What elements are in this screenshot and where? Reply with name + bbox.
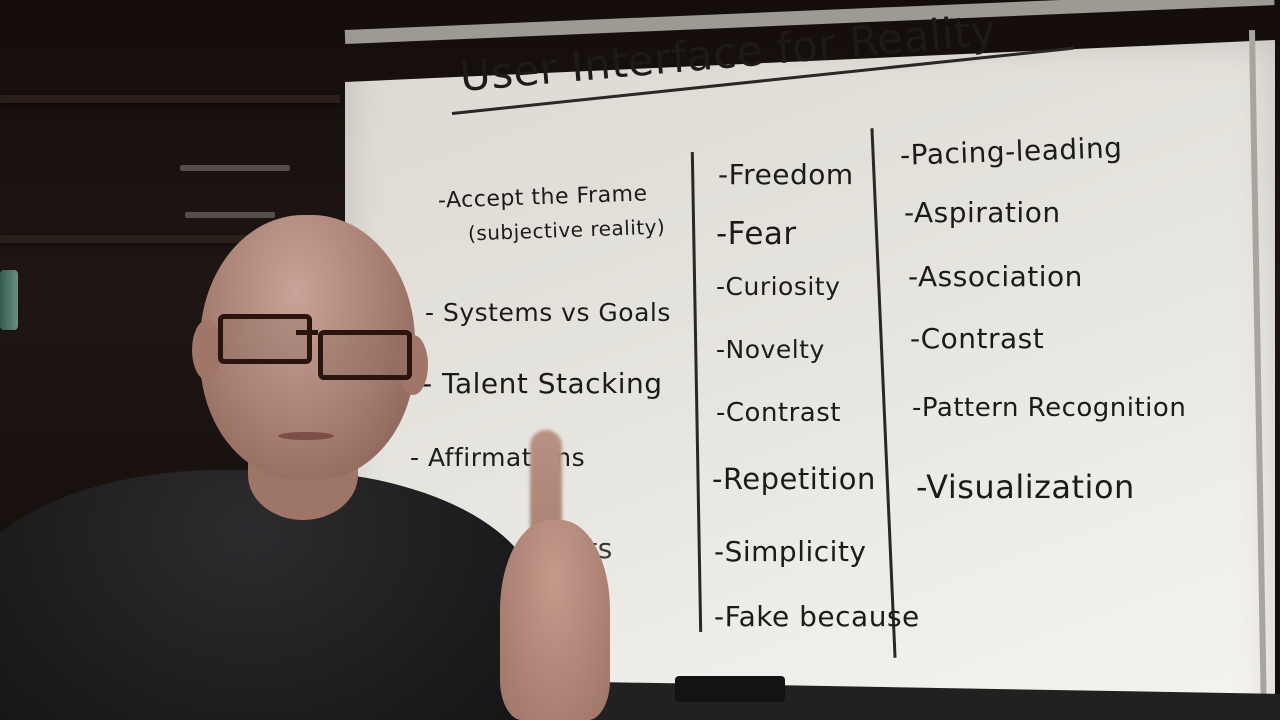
- glasses-icon: [318, 330, 412, 380]
- glasses-icon: [218, 314, 312, 364]
- bottle: [0, 270, 18, 330]
- board-item: -Contrast: [910, 322, 1045, 355]
- board-item: -Contrast: [716, 398, 841, 428]
- person-ear: [398, 335, 428, 395]
- board-item: -Novelty: [716, 335, 825, 364]
- board-item: - Systems vs Goals: [425, 298, 671, 327]
- shelf: [0, 235, 340, 243]
- shelf-highlight: [180, 165, 290, 171]
- board-item: -Freedom: [718, 158, 854, 191]
- glasses-bridge: [296, 330, 318, 335]
- board-item: -Aspiration: [904, 196, 1061, 229]
- shelf: [0, 95, 340, 103]
- person-hand: [500, 520, 610, 720]
- person-mouth: [278, 432, 334, 440]
- board-item: -Repetition: [712, 462, 876, 496]
- board-item: - Talent Stacking: [422, 367, 663, 400]
- person-ear: [192, 320, 222, 380]
- board-item: -Association: [908, 260, 1083, 293]
- shelf-highlight: [185, 212, 275, 218]
- board-item: -Visualization: [916, 468, 1135, 506]
- person-shirt: [0, 470, 540, 720]
- board-item: -Fake because: [714, 600, 920, 633]
- board-item: -Pattern Recognition: [912, 393, 1187, 423]
- board-item: -Curiosity: [716, 272, 841, 301]
- board-item: -Fear: [716, 216, 797, 252]
- board-item: -Simplicity: [714, 535, 867, 568]
- eraser: [675, 676, 785, 702]
